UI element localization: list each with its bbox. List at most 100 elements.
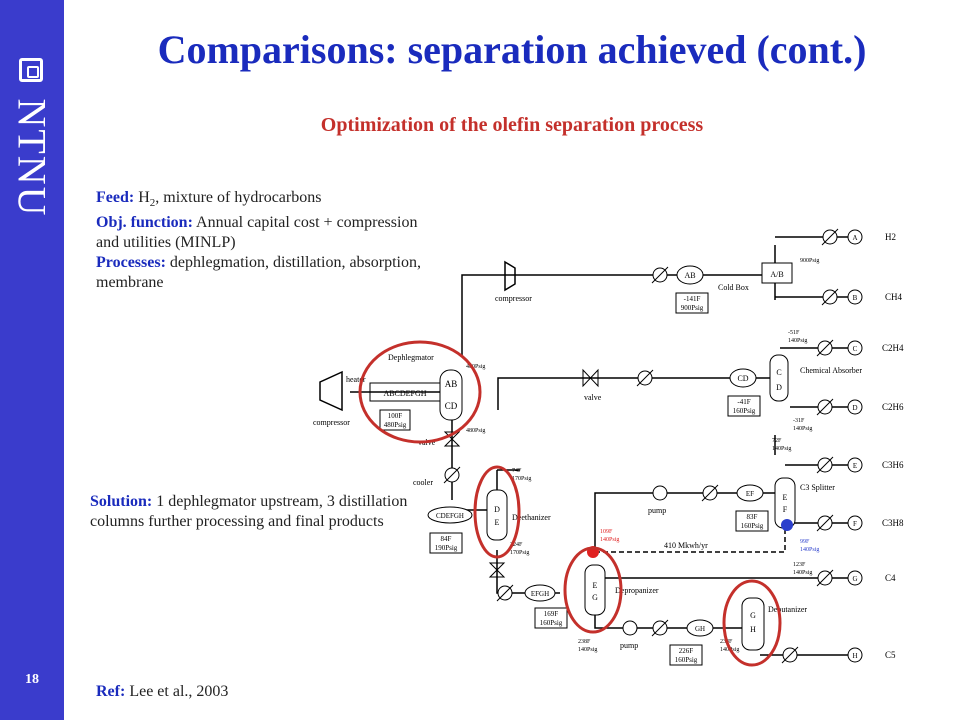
debutanizer-column xyxy=(741,597,765,651)
product-names: H2 CH4 C2H4 C2H6 C3H6 C3H8 C4 C5 xyxy=(882,232,904,660)
condition-text: -41F xyxy=(737,398,750,406)
processes-text: dephlegmation, distillation, absorption,… xyxy=(96,254,421,292)
heat-exchanger-arrow xyxy=(701,484,719,502)
depropanizer-label: Depropanizer xyxy=(615,586,659,595)
heat-exchanger-arrow xyxy=(443,466,461,484)
condition-text: 74F xyxy=(512,468,522,474)
product-letter: C xyxy=(853,345,858,353)
stream-label: AB xyxy=(445,379,458,389)
condition-text: 170Psig xyxy=(510,550,529,556)
chemical-absorber-vessel xyxy=(769,354,789,402)
condition-text: 238F xyxy=(578,639,591,645)
valve-icon xyxy=(488,562,506,578)
product-name: C2H6 xyxy=(882,402,904,412)
feed-text: H xyxy=(134,189,150,206)
slide-subtitle: Optimization of the olefin separation pr… xyxy=(320,114,704,136)
heat-exchanger-arrow xyxy=(816,339,834,357)
heat-sink-marker xyxy=(781,519,793,531)
column-letter: C xyxy=(776,368,781,377)
product-letter: G xyxy=(852,575,857,583)
slide-title: Comparisons: separation achieved (cont.) xyxy=(157,27,867,72)
condition-box xyxy=(727,395,761,417)
deethanizer-label: Deethanizer xyxy=(512,513,551,522)
heat-exchanger-arrow xyxy=(816,398,834,416)
product-letter: B xyxy=(853,294,858,302)
condition-text: 140Psig xyxy=(800,547,819,553)
valve-label: valve xyxy=(584,393,602,402)
heat-exchanger-arrow xyxy=(821,228,839,246)
stream-node-gh xyxy=(686,619,714,637)
condition-text: 190Psig xyxy=(435,544,458,552)
condition-text: 140Psig xyxy=(578,647,597,653)
deethanizer-highlight xyxy=(473,465,521,559)
solution-text: 1 dephlegmator upstream, 3 distillation … xyxy=(90,493,408,530)
reference: Ref: Lee et al., 2003 xyxy=(96,682,228,702)
compressor-top-icon xyxy=(504,260,516,292)
sidebar-band: NTNU 18 xyxy=(0,0,64,720)
product-name: CH4 xyxy=(885,292,903,302)
reference-label: Ref: xyxy=(96,683,126,700)
product-name: C3H8 xyxy=(882,518,904,528)
condition-box xyxy=(429,532,463,554)
heat-exchanger-arrow xyxy=(636,369,654,387)
valve-icon xyxy=(582,368,599,388)
product-node xyxy=(847,229,863,245)
stream-label: CD xyxy=(737,374,748,383)
debutanizer-highlight xyxy=(722,579,782,667)
compressor-label: compressor xyxy=(313,418,350,427)
condition-text: 100F xyxy=(388,412,403,420)
stream-node-cd xyxy=(729,368,757,388)
page-number: 18 xyxy=(25,672,39,687)
condition-box xyxy=(735,510,769,532)
stream-label: A/B xyxy=(770,270,783,279)
product-node xyxy=(847,457,863,473)
product-name: C2H4 xyxy=(882,343,904,353)
stream-label: EF xyxy=(746,490,754,498)
condition-text: 123F xyxy=(793,562,806,568)
product-name: C3H6 xyxy=(882,460,904,470)
condition-text: 140Psig xyxy=(600,537,619,543)
condition-text: 226F xyxy=(679,647,694,655)
heat-exchanger-arrow xyxy=(816,569,834,587)
condition-box xyxy=(675,292,709,314)
c3-splitter-label: C3 Splitter xyxy=(800,483,835,492)
stream-node-efgh xyxy=(524,584,556,602)
stream-label: GH xyxy=(695,625,705,633)
stream-label: CDEFGH xyxy=(436,512,464,520)
compressor-label: compressor xyxy=(495,294,532,303)
product-node xyxy=(847,399,863,415)
condition-text: 84F xyxy=(441,535,452,543)
condition-text: 480Psig xyxy=(384,421,407,429)
product-letter: D xyxy=(852,404,857,412)
pump-label: pump xyxy=(648,506,666,515)
depropanizer-column xyxy=(584,564,606,616)
heat-exchanger-arrow xyxy=(816,456,834,474)
condition-text: 140Psig xyxy=(788,338,807,344)
objective-label: Obj. function: xyxy=(96,214,193,232)
heat-exchanger-arrow xyxy=(781,646,799,664)
condition-text: 160Psig xyxy=(540,619,563,627)
heat-exchanger-arrow xyxy=(651,266,669,284)
product-name: C5 xyxy=(885,650,896,660)
heat-exchanger-arrow xyxy=(821,288,839,306)
condition-box xyxy=(669,644,703,666)
dephlegmator-highlight xyxy=(358,340,482,444)
feed-text-rest: , mixture of hydrocarbons xyxy=(155,189,322,206)
condition-text: 170Psig xyxy=(512,476,531,482)
cold-box-label: Cold Box xyxy=(718,283,749,292)
solution-description: Solution: 1 dephlegmator upstream, 3 dis… xyxy=(90,492,410,532)
feed-label: Feed: xyxy=(96,189,135,206)
dephlegmator-vessel xyxy=(439,369,463,421)
column-letter: E xyxy=(593,581,598,590)
dephlegmator-label: Dephlegmator xyxy=(388,353,434,362)
stream-label: AB xyxy=(684,271,695,280)
stream-label: ABCDEFGH xyxy=(383,389,426,398)
processes-label: Processes: xyxy=(96,254,166,272)
unit-labels: heater compressor compressor Dephlegmato… xyxy=(313,283,862,650)
condition-text: -141F xyxy=(684,295,701,303)
heat-duty-label: 410 Mkwh/yr xyxy=(664,541,708,550)
process-flow-diagram: ABCDEFGH AB CD AB A/B CD C D D E E F E G… xyxy=(313,228,904,667)
condition-text: 140Psig xyxy=(793,570,812,576)
heat-exchanger-arrow xyxy=(816,514,834,532)
brand-logo-text: NTNU xyxy=(9,98,55,218)
